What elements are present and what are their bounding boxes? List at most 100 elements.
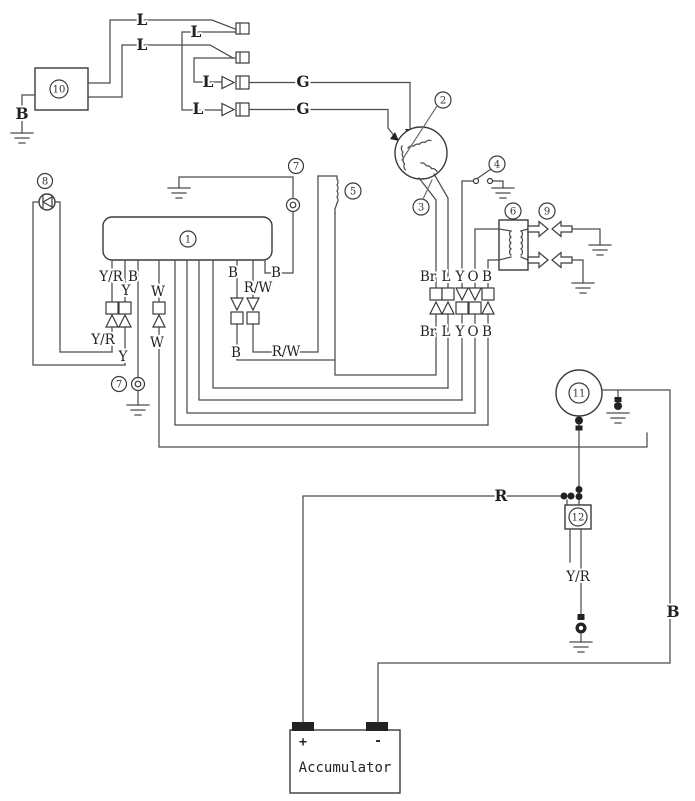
wire-label-b-far: B [271, 265, 281, 281]
diode-8: 8 [32, 172, 126, 366]
plug-connector-icon [235, 51, 250, 64]
wire-label-y-top: Y [455, 269, 466, 285]
coil-icon [508, 230, 513, 256]
bullet-connector-icon [575, 486, 583, 493]
callout-2: 2 [440, 96, 446, 107]
ground-icon [10, 132, 34, 144]
switch-lever [477, 168, 492, 179]
connector-female-icon [152, 301, 166, 315]
callout-7-left: 7 [116, 380, 122, 391]
callout-2-pointer [401, 105, 438, 161]
arrow-connector-pair-icon [527, 251, 573, 269]
cdi-unit-1: 1 [102, 216, 273, 261]
wire-harness-bundle [174, 259, 489, 426]
battery-plus-sign: + [299, 735, 307, 750]
callout-1: 1 [185, 235, 191, 246]
wire-label-r: R [495, 486, 508, 505]
ground-icon [606, 412, 630, 424]
connector-male-icon [118, 313, 132, 328]
connector-female-icon [481, 287, 495, 301]
bullet-plug-connector-icon [221, 75, 250, 90]
wire-label-rw-top: R/W [244, 280, 273, 296]
wire-label-yr-top: Y/R [98, 269, 123, 285]
callout-4: 4 [494, 160, 500, 171]
relay-12: R 12 Y/R [302, 484, 593, 723]
connector-female-icon [468, 301, 482, 315]
ground-icon [588, 244, 612, 256]
wire-label-br-bot: Br [420, 324, 437, 340]
connector-female-icon [455, 301, 469, 315]
connector-female-icon [441, 287, 455, 301]
wire-label-yr-relay: Y/R [565, 569, 590, 585]
wire-label-rw-bot: R/W [272, 344, 301, 360]
wire-label-o-bot: O [467, 324, 478, 340]
motor-11: 11 B [377, 369, 682, 723]
battery-minus-sign: - [374, 734, 382, 749]
bullet-connector-icon [575, 425, 583, 431]
bullet-connector-icon [575, 493, 583, 500]
battery-label: Accumulator [299, 760, 392, 776]
wire-label-b-bot: B [231, 345, 241, 361]
magneto-columns: Br L Y O B Br L Y O B [334, 212, 500, 426]
magneto-coil-icon [407, 139, 432, 149]
wire-label-b-left: B [128, 269, 138, 285]
magneto-assembly: 2 3 [394, 91, 452, 289]
wire-label-g2: G [296, 99, 309, 118]
callout-7-top: 7 [293, 162, 299, 173]
wire-label-b-box10: B [15, 104, 28, 123]
ground-icon [571, 282, 595, 294]
wire-label-b-top: B [482, 269, 492, 285]
arrow-connector-pair-icon [527, 220, 573, 238]
connector-male-icon [481, 300, 495, 315]
lamp-connector-harness: L L L L L [87, 8, 250, 120]
wire-label-l-bot: L [442, 324, 451, 340]
callout-11: 11 [573, 389, 586, 400]
connector-female-icon [230, 311, 244, 325]
bullet-plug-connector-icon [221, 102, 250, 117]
wire-label-y-top: Y [121, 283, 132, 299]
connector-male-icon [468, 287, 482, 302]
accumulator-battery: + - Accumulator [289, 722, 401, 794]
wire-label-yr-bot: Y/R [90, 332, 115, 348]
cdi-right-columns: B R/W B R/W [226, 175, 336, 363]
connector-male-icon [455, 287, 469, 302]
ignition-coil-6: 6 9 [498, 202, 612, 294]
wire-label-w-bot: W [150, 335, 164, 351]
connector-male-icon [230, 297, 244, 312]
wire-arrowhead [390, 132, 399, 141]
bullet-connector-icon [567, 492, 575, 500]
wire-label-l1: L [137, 10, 148, 29]
ground-terminal-7-top: 7 B [167, 157, 305, 283]
wire-label-b-right: B [228, 265, 238, 281]
coil-icon [519, 230, 524, 256]
connector-male-icon [441, 300, 455, 315]
switch-4: 4 [461, 155, 515, 289]
connector-female-icon [429, 287, 443, 301]
wire-label-l-top: L [442, 269, 451, 285]
battery-terminal-icon [366, 722, 388, 731]
bullet-connector-icon [614, 402, 622, 410]
cdi-left-columns: 7 Y/R B Y W Y/R Y W [88, 259, 648, 448]
connector-male-icon [105, 313, 119, 328]
wire-label-g1: G [296, 72, 309, 91]
ground-icon [167, 187, 191, 199]
battery-terminal-icon [292, 722, 314, 731]
connector-female-icon [118, 301, 132, 315]
callout-5: 5 [350, 187, 356, 198]
callout-6: 6 [510, 207, 516, 218]
wire-label-o-top: O [467, 269, 478, 285]
wire-label-l4: L [203, 72, 214, 91]
callout-3-pointer [422, 179, 433, 200]
callout-3: 3 [418, 203, 424, 214]
plug-connector-icon [235, 22, 250, 35]
wire-label-br-top: Br [420, 269, 437, 285]
magneto-coil-icon [420, 162, 438, 173]
wire-label-l5: L [193, 99, 204, 118]
ground-icon [569, 641, 593, 653]
callout-8: 8 [42, 177, 48, 188]
component-10-box: 10 B [10, 67, 89, 144]
connector-female-icon [246, 311, 260, 325]
wire-label-y-bot: Y [455, 324, 466, 340]
ground-icon [491, 187, 515, 199]
